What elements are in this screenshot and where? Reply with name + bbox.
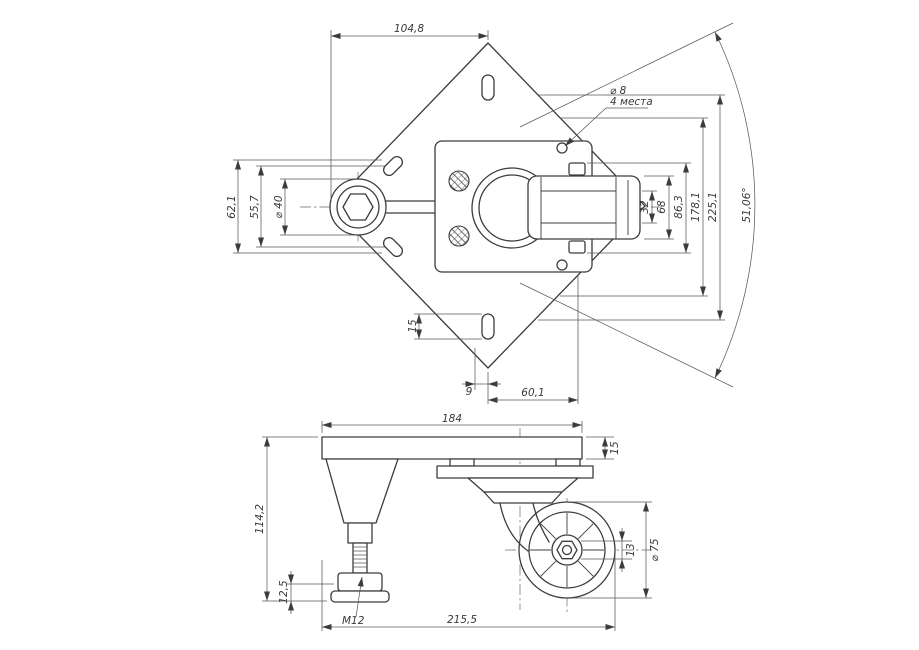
threaded-rod: [352, 542, 368, 574]
dim-plate-thickness: 15: [586, 436, 621, 460]
dim-bottom-width-label: 60,1: [521, 387, 544, 399]
dim-wheel-diameter: ⌀ 75: [570, 501, 661, 599]
dim-top-width: 104,8: [330, 23, 489, 202]
dim-hub-diameter: ⌀ 40: [273, 178, 356, 236]
dim-wheel-diameter-label: ⌀ 75: [649, 538, 661, 561]
dim-overall-height-label: 114,2: [254, 504, 266, 534]
swivel-race-side: [483, 491, 563, 504]
dim-left-mid-label: 55,7: [249, 195, 261, 219]
slot-hole-top: [481, 74, 495, 101]
dim-total-length-label: 215,5: [447, 614, 477, 626]
leg-boss: [347, 522, 373, 544]
dim-hub-diameter-label: ⌀ 40: [273, 195, 285, 218]
tire-inner: [528, 511, 606, 589]
bracket-bolt-bottom: [568, 240, 586, 254]
dim-right-86: 86,3: [587, 162, 691, 254]
hub-inner-circle: [336, 185, 380, 229]
dim-foot-height: 12,5: [278, 571, 334, 614]
side-view: [321, 436, 616, 603]
plate-hole-hatched-lower: [448, 225, 470, 247]
hub-hex-socket: [342, 193, 374, 221]
hole-callout-dia-label: ⌀ 8: [610, 85, 627, 97]
support-leg: [325, 458, 399, 524]
dim-bottom-width: 60,1: [487, 274, 579, 404]
dim-right-68-label: 68: [656, 200, 668, 214]
slot-hole-bottom: [481, 313, 495, 340]
dim-offset-9-label: 9: [466, 386, 473, 398]
dim-left-outer-label: 62,1: [226, 195, 238, 218]
dim-right-178-label: 178,1: [690, 192, 702, 222]
wheel-top-view: [527, 175, 641, 240]
dim-right-225-label: 225,1: [707, 192, 719, 222]
hole-callout: ⌀ 8 4 места: [564, 85, 653, 147]
hole-callout-count-label: 4 места: [610, 96, 653, 108]
top-view: [329, 42, 646, 369]
fork-leg: [499, 502, 550, 552]
wheel-hub-boss: [551, 534, 583, 566]
dim-top-width-label: 104,8: [394, 23, 424, 35]
dim-right-86-label: 86,3: [673, 195, 685, 218]
dim-total-length: 215,5: [321, 554, 616, 631]
dim-plate-width-label: 184: [442, 413, 462, 425]
dim-hub-width: 13: [581, 528, 637, 572]
dim-plate-width: 184: [321, 413, 583, 433]
slot-hole-left-upper: [382, 155, 404, 177]
dim-slot-offset: 15: [407, 313, 482, 340]
dim-left-mid: 55,7: [249, 165, 385, 248]
side-view-dimensions: 184 15 114,2 12,5 M12 215,5: [254, 413, 661, 631]
caster-bolt-right: [555, 458, 581, 467]
dim-right-68: 68: [644, 175, 674, 240]
dim-hub-width-label: 13: [625, 543, 637, 556]
dim-right-32-label: 32: [639, 200, 651, 214]
dim-offset-9: 9: [462, 348, 501, 398]
thread-callout-label: M12: [342, 615, 365, 627]
axle-lines: [385, 200, 436, 214]
plate-hole-small-upper: [556, 142, 568, 154]
thread-lines: [353, 546, 367, 568]
dim-foot-height-label: 12,5: [278, 580, 290, 604]
caster-top-plate-side: [436, 465, 594, 479]
plate-hole-small-lower: [556, 259, 568, 271]
hub-outer-circle: [329, 178, 387, 236]
slot-hole-left-lower: [382, 236, 404, 258]
bracket-bolt-top: [568, 162, 586, 176]
dim-plate-thickness-label: 15: [609, 441, 621, 455]
dim-left-outer: 62,1: [226, 159, 382, 254]
dim-swivel-angle-label: 51,06°: [741, 187, 753, 222]
top-view-dimensions: 104,8 ⌀ 40 55,7 62,1 32 68: [226, 22, 756, 404]
swivel-housing: [467, 477, 579, 493]
dim-right-178: 178,1: [560, 117, 708, 297]
wheel-spokes: [530, 513, 604, 587]
wheel-top-view-details: [540, 177, 629, 239]
axle-center: [561, 544, 573, 556]
dim-right-32: 32: [639, 190, 657, 224]
axle-nut: [556, 540, 578, 560]
dim-swivel-angle: 51,06°: [519, 22, 756, 388]
dim-overall-height: 114,2: [254, 436, 327, 602]
caster-bolt-left: [449, 458, 475, 467]
dim-slot-offset-label: 15: [407, 319, 419, 333]
plate-hole-hatched-upper: [448, 170, 470, 192]
top-plate-side: [321, 436, 583, 460]
